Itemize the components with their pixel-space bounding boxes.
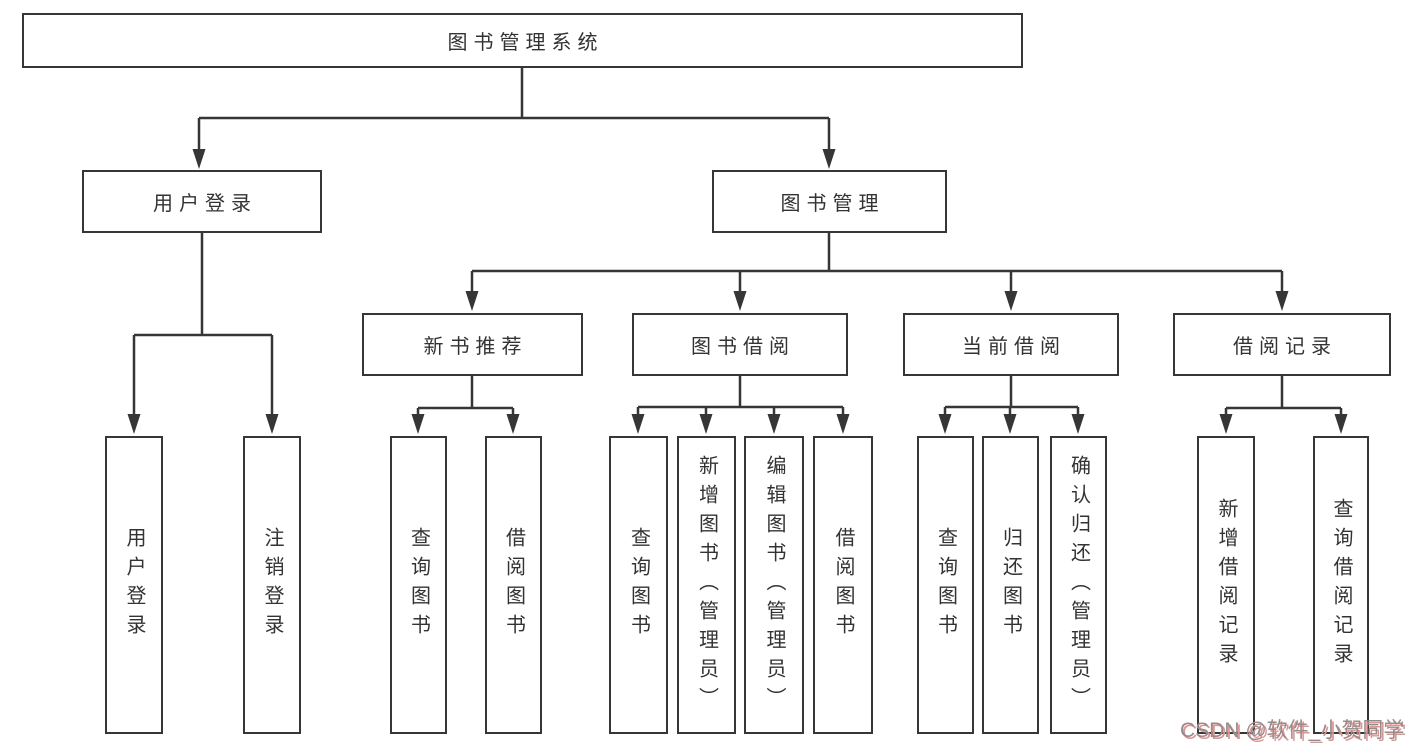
leaf-query-books-borrowing: 查询图书 — [609, 436, 668, 734]
leaf-query-books-recommend: 查询图书 — [390, 436, 447, 734]
csdn-watermark: CSDN @软件_小贺同学 — [1180, 719, 1405, 742]
leaf-label: 编辑图书（管理员） — [763, 454, 785, 716]
node-book-borrowing: 图书借阅 — [632, 313, 848, 376]
connector-root-to-level2 — [197, 68, 831, 152]
connector-newbook-to-leaves — [416, 376, 515, 417]
leaf-query-books-current: 查询图书 — [917, 436, 974, 734]
leaf-borrow-books-borrowing: 借阅图书 — [813, 436, 873, 734]
connector-records-to-leaves — [1224, 376, 1343, 417]
leaf-confirm-return-admin: 确认归还（管理员） — [1050, 436, 1107, 734]
arrowheads — [127, 149, 1348, 434]
node-borrowing-records: 借阅记录 — [1173, 313, 1391, 376]
node-user-login: 用户登录 — [82, 170, 322, 233]
leaf-add-book-admin: 新增图书（管理员） — [677, 436, 736, 734]
connector-currentborrow-to-leaves — [943, 376, 1080, 417]
node-label: 图书管理 — [780, 193, 885, 215]
leaf-label: 新增图书（管理员） — [695, 454, 718, 716]
node-new-book-recommendation: 新书推荐 — [362, 313, 583, 376]
leaf-add-borrow-record: 新增借阅记录 — [1197, 436, 1255, 734]
node-label: 借阅记录 — [1233, 336, 1337, 358]
leaf-label: 借阅图书 — [502, 527, 525, 643]
leaf-label: 用户登录 — [123, 527, 145, 643]
node-book-management: 图书管理 — [712, 170, 947, 233]
leaf-label: 归还图书 — [999, 527, 1022, 643]
leaf-label: 借阅图书 — [832, 527, 854, 643]
connector-bookborrow-to-leaves — [636, 376, 845, 417]
connector-userlogin-to-leaves — [132, 233, 274, 417]
leaf-logout: 注销登录 — [243, 436, 301, 734]
leaf-borrow-books-recommend: 借阅图书 — [485, 436, 542, 734]
leaf-query-borrow-record: 查询借阅记录 — [1313, 436, 1369, 734]
leaf-label: 注销登录 — [261, 527, 283, 643]
leaf-label: 查询图书 — [407, 527, 430, 643]
leaf-label: 查询借阅记录 — [1330, 498, 1352, 672]
leaf-edit-book-admin: 编辑图书（管理员） — [744, 436, 804, 734]
connector-bookmgmt-to-level3 — [470, 233, 1284, 294]
leaf-return-books: 归还图书 — [982, 436, 1039, 734]
node-label: 图书管理系统 — [447, 32, 604, 54]
leaf-label: 查询图书 — [627, 527, 650, 643]
leaf-label: 查询图书 — [934, 527, 957, 643]
node-label: 用户登录 — [153, 193, 257, 215]
node-label: 图书借阅 — [691, 336, 795, 358]
leaf-user-login: 用户登录 — [105, 436, 163, 734]
leaf-label: 新增借阅记录 — [1215, 498, 1237, 672]
node-root: 图书管理系统 — [22, 13, 1023, 68]
node-current-borrowing: 当前借阅 — [903, 313, 1119, 376]
node-label: 新书推荐 — [423, 336, 528, 358]
node-label: 当前借阅 — [962, 336, 1066, 358]
leaf-label: 确认归还（管理员） — [1067, 454, 1090, 716]
